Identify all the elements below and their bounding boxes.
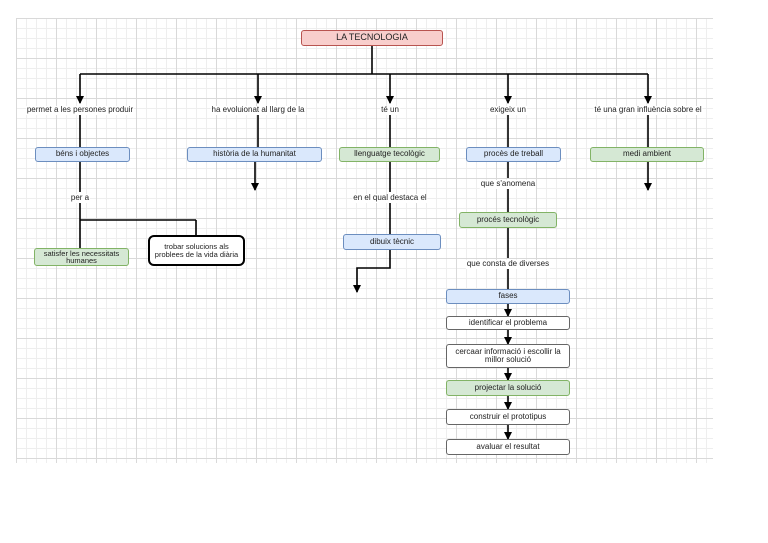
link-label-destaca: en el qual destaca el [352,193,428,203]
node-bens-i-objectes[interactable]: béns i objectes [35,147,130,162]
step-projectar-solucio[interactable]: projectar la solució [446,380,570,396]
node-proces-tecnologic[interactable]: procés tecnològic [459,212,557,228]
root-node-la-tecnologia[interactable]: LA TECNOLOGIA [301,30,443,46]
step-avaluar-resultat[interactable]: avaluar el resultat [446,439,570,455]
node-historia-de-la-humanitat[interactable]: història de la humanitat [187,147,322,162]
node-medi-ambient[interactable]: medi ambient [590,147,704,162]
link-label-consta: que consta de diverses [465,259,551,269]
step-construir-prototipus[interactable]: construir el prototipus [446,409,570,425]
step-identificar-problema[interactable]: identificar el problema [446,316,570,330]
link-label-influencia: té una gran influència sobre el [593,105,703,115]
link-label-exigeix-un: exigeix un [488,105,528,115]
node-llenguatge-tecologic[interactable]: llenguatge tecològic [339,147,440,162]
node-satisfer-necessitats[interactable]: satisfer les necessitats humanes [34,248,129,266]
node-dibuix-tecnic[interactable]: dibuix tècnic [343,234,441,250]
connector-arrow [353,250,391,293]
link-label-produir: permet a les persones produir [25,105,135,115]
link-label-evoluionat: ha evoluionat al llarg de la [210,105,306,115]
link-label-te-un: té un [380,105,400,115]
link-label-per-a: per a [69,193,91,203]
step-cercar-informacio[interactable]: cercaar informació i escollir la millor … [446,344,570,368]
link-label-sanomena: que s'anomena [479,179,537,189]
node-fases[interactable]: fases [446,289,570,304]
node-trobar-solucions[interactable]: trobar solucions als problees de la vida… [148,235,245,266]
node-proces-de-treball[interactable]: procès de treball [466,147,561,162]
